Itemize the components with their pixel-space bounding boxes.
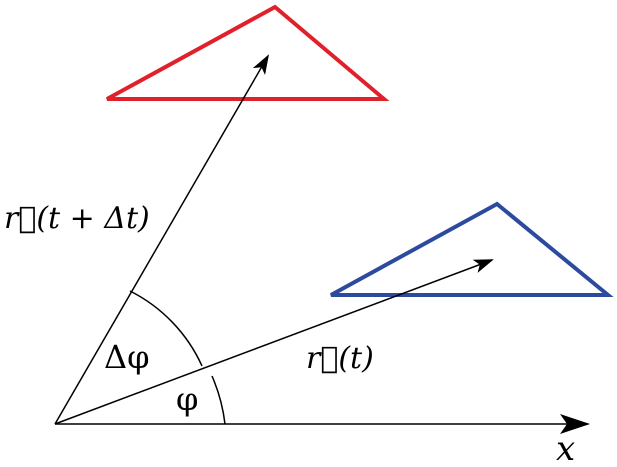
label-r-t: r⃗(t) xyxy=(306,341,374,376)
label-r-t-dt: r⃗(t + Δt) xyxy=(4,201,150,236)
label-delta-phi: Δφ xyxy=(104,338,150,376)
phi-arc xyxy=(211,375,226,425)
vector-r-t xyxy=(54,259,494,425)
red-triangle xyxy=(106,4,390,101)
label-x-axis: x xyxy=(556,429,575,467)
label-phi: φ xyxy=(176,380,198,418)
delta-phi-arc xyxy=(129,290,203,367)
blue-triangle xyxy=(330,201,614,297)
vector-r-t-dt xyxy=(54,54,270,425)
